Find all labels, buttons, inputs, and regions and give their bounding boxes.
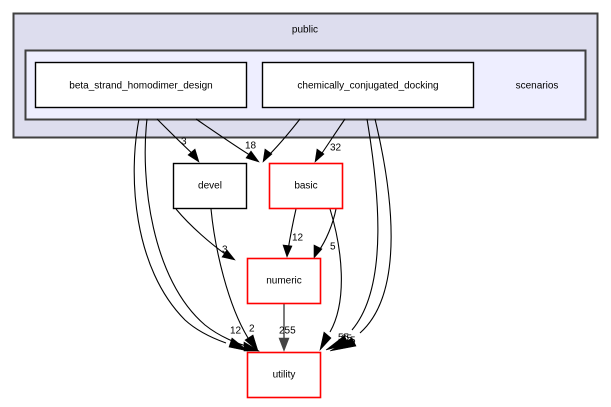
edge-group: 3 18 32 3: [133, 118, 392, 352]
edge-devel-to-utility: 2: [210, 208, 259, 352]
node-utility[interactable]: utility: [246, 351, 322, 399]
edge-label: 5: [330, 242, 336, 253]
edge-basic-to-numeric: 12: [282, 208, 304, 258]
edge-chem-to-basic: 32: [314, 118, 346, 163]
edge-line: [133, 118, 227, 344]
edge-chem-to-basic-stub: [262, 118, 301, 163]
edge-line: [210, 208, 249, 339]
edge-arrowhead: [262, 148, 273, 163]
edge-label: 3: [222, 245, 228, 256]
edge-arrowhead: [187, 148, 200, 163]
node-label: numeric: [266, 276, 302, 287]
edge-arrowhead: [319, 331, 332, 352]
edge-line: [329, 208, 342, 333]
edge-beta-to-basic: 18: [195, 118, 260, 163]
edge-label: 3: [181, 137, 187, 148]
edge-label: 32: [330, 143, 342, 154]
edge-label: 2: [249, 324, 255, 335]
node-beta-strand-homodimer-design[interactable]: beta_strand_homodimer_design: [34, 61, 248, 109]
edge-line: [287, 208, 297, 251]
edge-chem-to-utility-a: 65: [325, 118, 379, 351]
edge-line: [175, 208, 229, 257]
edge-label: 65: [341, 334, 353, 345]
cluster-public-label: public: [292, 25, 318, 36]
node-label: beta_strand_homodimer_design: [69, 81, 212, 92]
edge-label: 12: [230, 326, 242, 337]
edge-arrowhead: [278, 337, 290, 352]
edge-devel-to-numeric: 3: [175, 208, 236, 261]
node-box[interactable]: [261, 61, 475, 109]
edge-line: [144, 118, 251, 348]
edge-arrowhead: [314, 148, 325, 163]
node-label: devel: [198, 181, 222, 192]
edge-chem-to-numeric: 5: [313, 208, 337, 259]
node-box[interactable]: [268, 162, 344, 210]
node-label: chemically_conjugated_docking: [297, 81, 438, 92]
edge-label: 18: [245, 141, 257, 152]
node-box[interactable]: [172, 162, 248, 210]
node-devel[interactable]: devel: [172, 162, 248, 210]
cluster-scenarios-label: scenarios: [516, 81, 559, 92]
edge-numeric-to-utility: 255: [278, 304, 296, 352]
node-label: utility: [273, 370, 296, 381]
edge-beta-to-devel: 3: [156, 118, 200, 163]
node-label: basic: [294, 181, 317, 192]
edge-chem-to-utility-b: 5: [329, 118, 392, 352]
node-box[interactable]: [34, 61, 248, 109]
node-box[interactable]: [246, 351, 322, 399]
edge-arrowhead: [282, 244, 293, 258]
node-basic[interactable]: basic: [268, 162, 344, 210]
edge-label: 5: [350, 336, 356, 347]
edge-arrowhead: [329, 337, 357, 352]
node-chemically-conjugated-docking[interactable]: chemically_conjugated_docking: [261, 61, 475, 109]
edge-line: [351, 118, 379, 331]
node-box[interactable]: [246, 257, 322, 305]
edge-arrowhead: [221, 249, 236, 261]
edge-arrowhead: [245, 150, 260, 163]
edge-arrowhead: [313, 244, 323, 259]
edge-basic-to-utility: 55: [319, 208, 350, 352]
edge-label: 12: [292, 233, 304, 244]
edge-line: [359, 118, 392, 334]
node-numeric[interactable]: numeric: [246, 257, 322, 305]
edge-arrowhead: [244, 334, 259, 352]
edge-label: 255: [279, 326, 296, 337]
